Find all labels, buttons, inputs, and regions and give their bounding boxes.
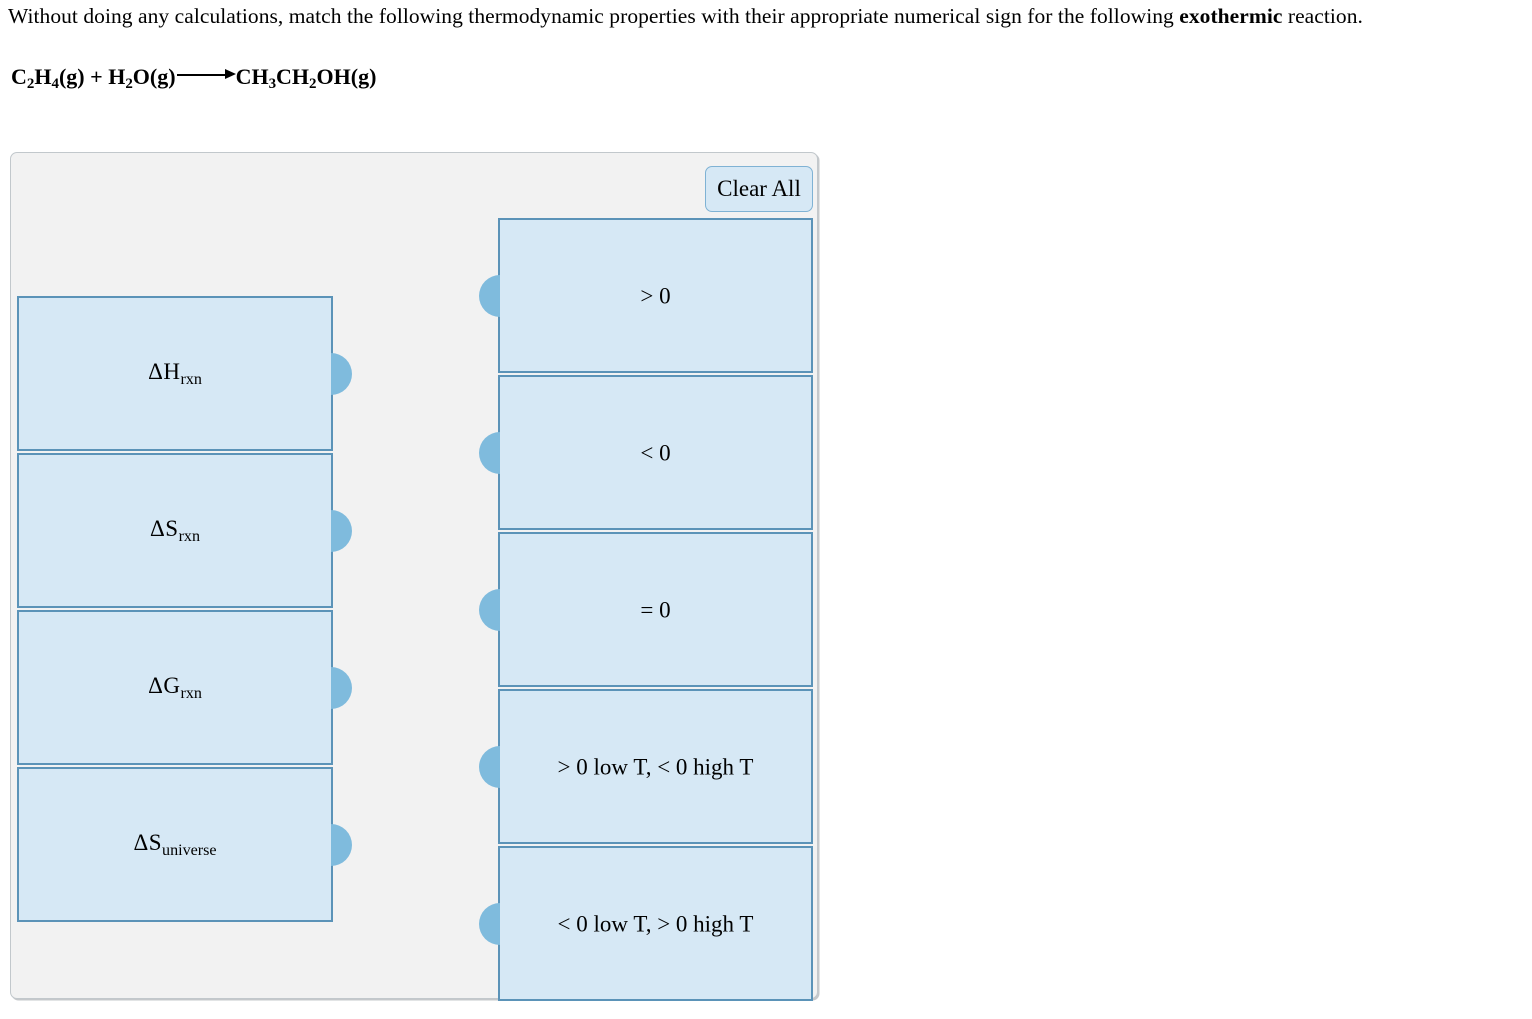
right-option-positive-low-t-negative-high-t[interactable]: > 0 low T, < 0 high T bbox=[479, 689, 813, 844]
connector-knob-left[interactable] bbox=[479, 902, 500, 945]
left-item-label: ΔGrxn bbox=[148, 672, 202, 702]
left-item-delta-h-rxn[interactable]: ΔHrxn bbox=[17, 296, 352, 451]
clear-all-button[interactable]: Clear All bbox=[705, 166, 813, 212]
right-option-label: = 0 bbox=[640, 597, 671, 622]
connector-knob-right[interactable] bbox=[331, 509, 352, 552]
connector-knob-left[interactable] bbox=[479, 588, 500, 631]
matching-panel: Clear All ΔHrxn ΔSrxn ΔGrxn ΔSuniverse >… bbox=[10, 152, 818, 1001]
reactant-water: H2O(g) bbox=[108, 64, 176, 93]
connector-knob-left[interactable] bbox=[479, 745, 500, 788]
left-item-delta-s-universe[interactable]: ΔSuniverse bbox=[17, 767, 352, 922]
question-text-part2: reaction. bbox=[1282, 4, 1363, 28]
question-text-emphasis: exothermic bbox=[1179, 4, 1283, 28]
right-option-label: > 0 bbox=[640, 283, 671, 308]
right-option-greater-than-zero[interactable]: > 0 bbox=[479, 218, 813, 373]
connector-knob-right[interactable] bbox=[331, 823, 352, 866]
plus-sign: + bbox=[90, 64, 103, 89]
right-option-label: < 0 low T, > 0 high T bbox=[557, 911, 754, 936]
left-item-label: ΔSrxn bbox=[149, 515, 201, 545]
right-option-label: < 0 bbox=[640, 440, 671, 465]
question-text: Without doing any calculations, match th… bbox=[8, 2, 1528, 30]
left-item-label: ΔHrxn bbox=[148, 358, 202, 388]
right-option-equals-zero[interactable]: = 0 bbox=[479, 532, 813, 687]
right-option-less-than-zero[interactable]: < 0 bbox=[479, 375, 813, 530]
connector-knob-right[interactable] bbox=[331, 352, 352, 395]
right-option-label: > 0 low T, < 0 high T bbox=[557, 754, 754, 779]
left-item-label: ΔSuniverse bbox=[133, 829, 217, 859]
left-item-delta-g-rxn[interactable]: ΔGrxn bbox=[17, 610, 352, 765]
product-ethanol: CH3CH2OH(g) bbox=[235, 64, 377, 93]
connector-knob-left[interactable] bbox=[479, 431, 500, 474]
connector-knob-left[interactable] bbox=[479, 274, 500, 317]
connector-knob-right[interactable] bbox=[331, 666, 352, 709]
right-option-negative-low-t-positive-high-t[interactable]: < 0 low T, > 0 high T bbox=[479, 846, 813, 1001]
chemical-equation: C2H4(g) + H2O(g) CH3CH2OH(g) bbox=[11, 62, 376, 99]
question-text-part1: Without doing any calculations, match th… bbox=[8, 4, 1180, 28]
reaction-arrow-icon bbox=[176, 68, 236, 82]
reactant-ethene: C2H4(g) bbox=[11, 64, 85, 93]
left-item-delta-s-rxn[interactable]: ΔSrxn bbox=[17, 453, 352, 608]
